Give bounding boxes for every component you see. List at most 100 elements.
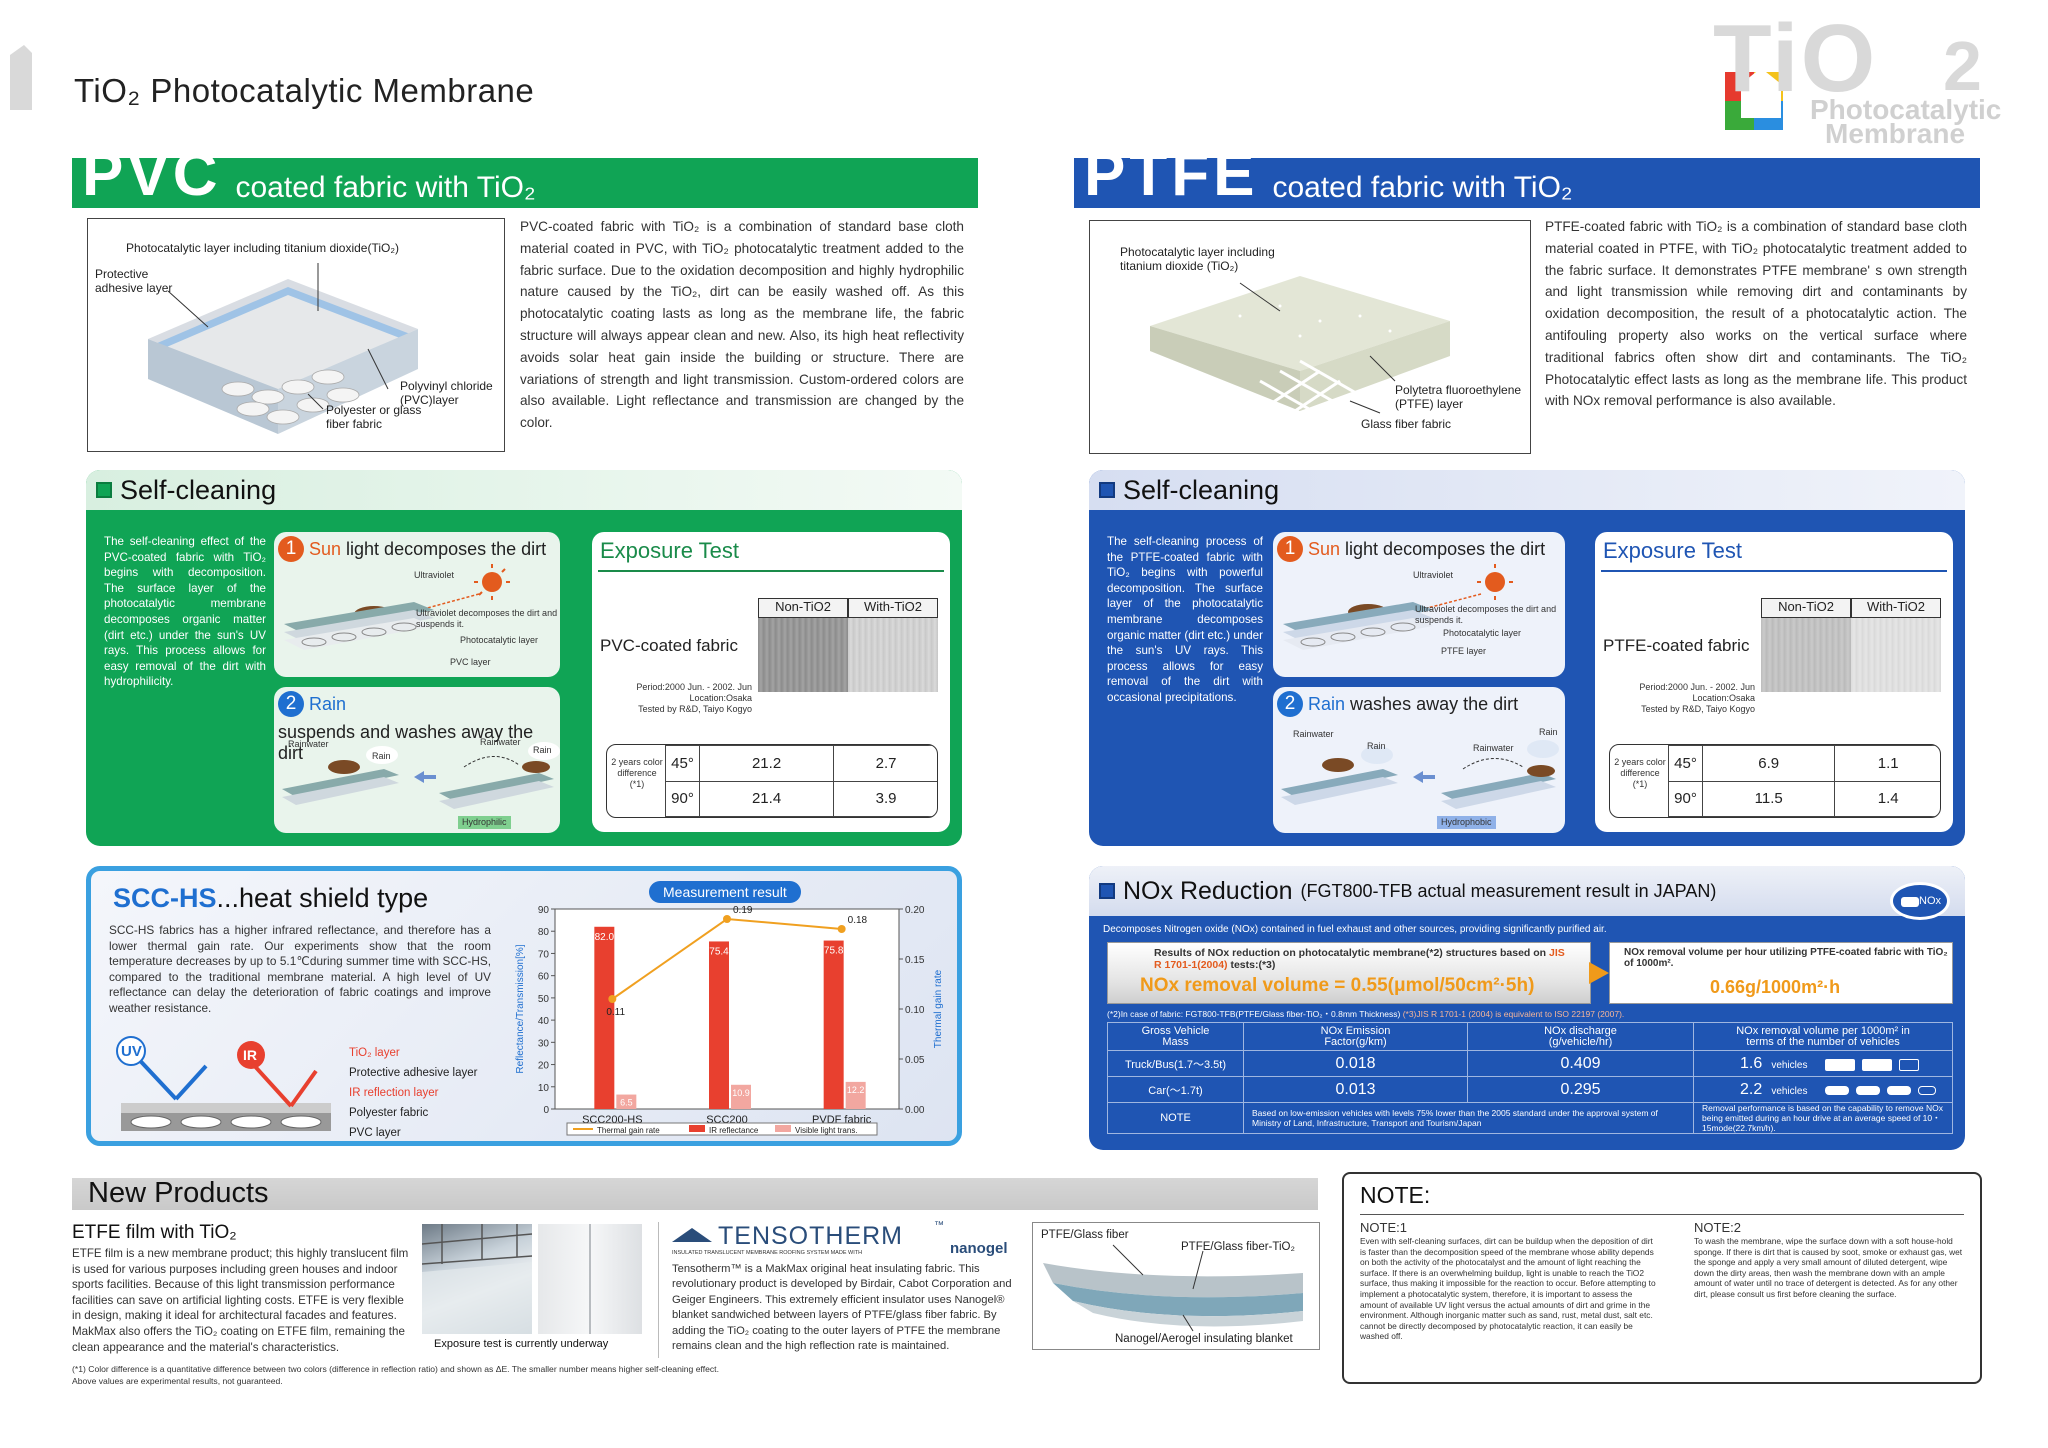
tenso-layer-2: PTFE/Glass fiber-TiO₂ <box>1181 1241 1295 1253</box>
legend-label: IR reflectance <box>709 1126 759 1135</box>
ptfe-period: Period:2000 Jun. - 2002. Jun <box>1639 682 1755 692</box>
ir-bar-label: 75.4 <box>709 946 729 957</box>
step-1-uv-label: Ultraviolet <box>414 570 455 580</box>
pvc-col-non: Non-TiO2 <box>758 598 848 618</box>
legend-box <box>566 1122 878 1136</box>
nox-badge: NOx <box>1890 882 1950 920</box>
ir-bar <box>823 940 844 1109</box>
y-axis-label: Reflectance/Transmission[%] <box>515 944 526 1073</box>
new-products-title: New Products <box>88 1177 269 1209</box>
pvc-self-cleaning-header: Self-cleaning <box>86 470 962 510</box>
step-1-label-2: Photocatalytic layer <box>1443 628 1522 638</box>
legend-ir-swatch <box>689 1125 705 1132</box>
notes-title: NOTE: <box>1360 1182 1431 1208</box>
note-b-cell: Removal performance is based on the capa… <box>1693 1102 1953 1134</box>
tensotherm-text: Tensotherm™ is a MakMax original heat in… <box>672 1263 1012 1353</box>
y-tick-label: 80 <box>538 927 550 938</box>
ptfe-banner: PTFE coated fabric with TiO₂ <box>1074 144 1980 208</box>
step-2-highlight: Rain <box>1308 693 1346 714</box>
step-2-rain-2: Rain <box>533 745 552 755</box>
ptfe-step-2: 2 Rain washes away the dirt Rainwater Ra… <box>1273 687 1565 833</box>
footnote-1: (*1) Color difference is a quantitative … <box>72 1364 719 1374</box>
measurement-chart: 01020304050607080900.000.050.100.150.20R… <box>515 905 944 1136</box>
thermal-gain-label: 0.11 <box>606 1007 625 1018</box>
step-2-highlight: Rain <box>309 693 347 714</box>
etfe-title: ETFE film with TiO₂ <box>72 1222 237 1243</box>
with-cell: 1.1 <box>1834 745 1940 782</box>
building-photo-icon <box>421 1224 533 1334</box>
logo-word-1: Photocatalytic <box>1810 94 2002 125</box>
step-1-uv-label: Ultraviolet <box>1413 570 1454 580</box>
sun-decomposition-icon <box>1283 564 1513 650</box>
nox-intro: Decomposes Nitrogen oxide (NOx) containe… <box>1103 924 1607 935</box>
y-tick-label: 70 <box>538 949 550 960</box>
ptfe-row-label: 2 years color difference (*1) <box>1614 757 1666 789</box>
y-tick-label: 50 <box>538 994 550 1005</box>
ptfe-self-cleaning-title: Self-cleaning <box>1123 474 1280 505</box>
car-icon <box>1886 1086 1911 1096</box>
non-cell: 11.5 <box>1701 780 1836 817</box>
nox-footnotes: (*2)In case of fabric: FGT800-TFB(PTFE/G… <box>1107 1008 1624 1020</box>
step-1-label-1: Ultraviolet decomposes the dirt and susp… <box>416 608 558 629</box>
step-1-label-2: Photocatalytic layer <box>460 635 539 645</box>
pvc-col-with: With-TiO2 <box>848 598 938 618</box>
scc-hs-panel: SCC-HS...heat shield type SCC-HS fabrics… <box>86 866 962 1146</box>
ptfe-label-ptfe: Polytetra fluoroethylene (PTFE) layer <box>1395 383 1522 411</box>
ptfe-fabric-layers-icon <box>1150 276 1450 433</box>
logo-subscript: 2 <box>1943 27 1982 105</box>
arrow-right-icon <box>1589 962 1609 984</box>
nox-badge-text: NOx <box>1919 895 1941 907</box>
car-icon <box>1917 1086 1936 1096</box>
logo-letters: TiO <box>1713 5 1878 112</box>
step-number: 1 <box>278 536 304 562</box>
nox-hour-value: 0.66g/1000m²·h <box>1710 977 1841 997</box>
note-2-text: To wash the membrane, wipe the surface d… <box>1694 1236 1963 1299</box>
non-cell: 6.9 <box>1701 745 1836 782</box>
scc-title-b: ...heat shield type <box>216 883 429 913</box>
tensotherm-icon <box>672 1228 712 1242</box>
ptfe-step-2-title: 2 Rain washes away the dirt <box>1277 691 1518 717</box>
nox-footnote-a: (*2)In case of fabric: FGT800-TFB(PTFE/G… <box>1107 1009 1401 1019</box>
nanogel-logo: nanogel <box>950 1240 1008 1257</box>
nox-title-b: (FGT800-TFB actual measurement result in… <box>1300 880 1717 901</box>
note-2-title: NOTE:2 <box>1694 1220 1741 1235</box>
step-2-rest: washes away the dirt <box>1350 693 1519 714</box>
y-tick-label: 10 <box>538 1083 550 1094</box>
step-1-highlight: Sun <box>1308 538 1341 559</box>
pvc-sample-with <box>848 618 938 692</box>
y2-tick-label: 0.20 <box>905 905 925 916</box>
vehicle-count: 1.6 <box>1740 1054 1763 1072</box>
pvc-period: Period:2000 Jun. - 2002. Jun <box>636 682 752 692</box>
truck-icon <box>1898 1058 1919 1071</box>
etfe-text: ETFE film is a new membrane product; thi… <box>72 1247 409 1354</box>
step-1-label-3: PTFE layer <box>1441 646 1487 656</box>
vis-bar <box>616 1094 637 1109</box>
note-label-cell: NOTE <box>1107 1102 1244 1134</box>
step-number: 2 <box>278 691 304 717</box>
with-cell: 2.7 <box>833 745 937 782</box>
ir-bar-label: 75.8 <box>824 946 844 957</box>
thermal-gain-point <box>608 995 617 1003</box>
y2-tick-label: 0.10 <box>905 1005 925 1016</box>
ptfe-self-cleaning-header: Self-cleaning <box>1089 470 1965 510</box>
tensotherm-sub: INSULATED TRANSLUCENT MEMBRANE ROOFING S… <box>672 1250 863 1256</box>
pvc-step-1: 1 Sun light decomposes the dirt Ultravio… <box>274 532 560 677</box>
ptfe-banner-small: coated fabric with TiO₂ <box>1272 171 1573 204</box>
page-corner-icon <box>10 45 32 110</box>
nox-footnote-b: (*3)JIS R 1701-1 (2004) is equivalent to… <box>1402 1009 1625 1019</box>
brand-logo: TiO 2 Photocatalytic Membrane <box>1705 5 2048 149</box>
nox-result-box: Results of NOx reduction on photocatalyt… <box>1107 942 1591 1004</box>
scc-layer-labels: TiO₂ layer Protective adhesive layer IR … <box>349 1043 477 1143</box>
layer-label: TiO₂ layer <box>349 1047 400 1059</box>
vehicles-cell: 2.2 vehicles <box>1693 1076 1953 1103</box>
with-cell: 1.4 <box>1834 780 1940 817</box>
layer-label: IR reflection layer <box>349 1087 439 1099</box>
ptfe-label-top: Photocatalytic layer including titanium … <box>1120 245 1275 273</box>
y-tick-label: 0 <box>543 1105 549 1116</box>
y-tick-label: 90 <box>538 905 550 916</box>
new-products-bar: New Products <box>72 1177 1318 1210</box>
legend-label: Visible light trans. <box>795 1126 858 1135</box>
ir-bar <box>709 941 729 1109</box>
